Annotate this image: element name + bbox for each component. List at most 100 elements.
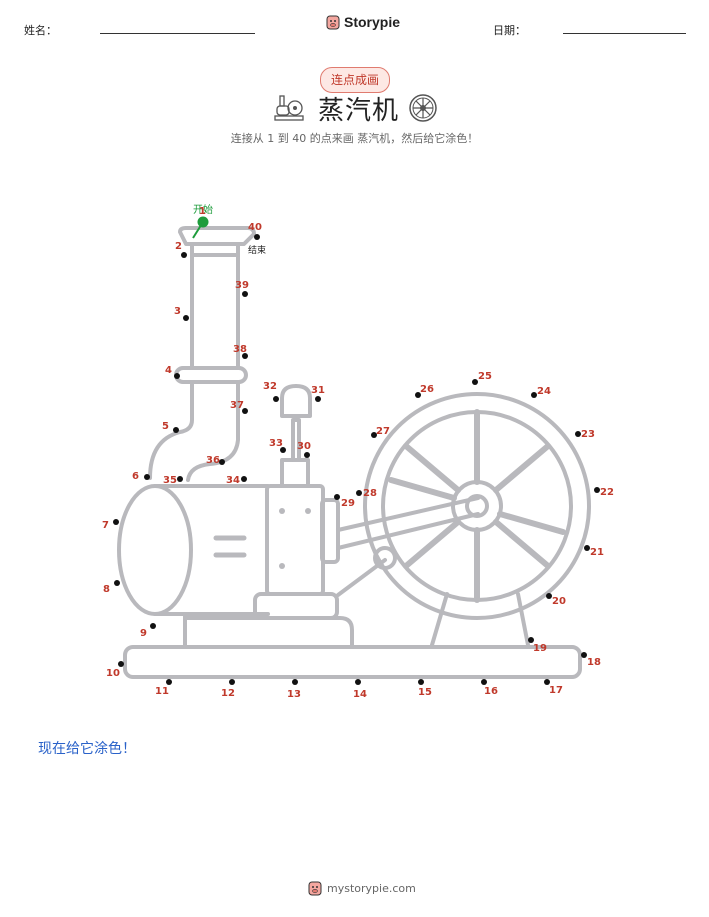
- dot-point[interactable]: [114, 580, 120, 586]
- dot-31: 31: [311, 385, 325, 402]
- page-title: 蒸汽机: [318, 96, 400, 126]
- dot-12: 12: [221, 679, 235, 699]
- dot-point[interactable]: [546, 593, 552, 599]
- dot-number: 9: [140, 628, 147, 639]
- dot-6: 6: [132, 471, 150, 482]
- dot-point[interactable]: [242, 353, 248, 359]
- dot-2: 2: [175, 241, 187, 258]
- dot-number: 12: [221, 688, 235, 699]
- dot-point[interactable]: [183, 315, 189, 321]
- dot-point[interactable]: [304, 452, 310, 458]
- dot-point[interactable]: [219, 459, 225, 465]
- dot-point[interactable]: [181, 252, 187, 258]
- name-label: 姓名：: [24, 24, 57, 37]
- date-line[interactable]: [563, 33, 686, 34]
- dot-3: 3: [174, 306, 189, 321]
- dot-point[interactable]: [241, 476, 247, 482]
- dot-point[interactable]: [418, 679, 424, 685]
- dot-point[interactable]: [472, 379, 478, 385]
- dot-point[interactable]: [118, 661, 124, 667]
- dot-point[interactable]: [174, 373, 180, 379]
- dot-10: 10: [106, 661, 124, 679]
- dot-number: 8: [103, 584, 110, 595]
- dot-32: 32: [263, 381, 279, 402]
- dot-number: 37: [230, 400, 244, 411]
- dot-point[interactable]: [280, 447, 286, 453]
- dot-20: 20: [546, 593, 566, 607]
- dot-point[interactable]: [415, 392, 421, 398]
- dot-point[interactable]: [315, 396, 321, 402]
- dot-point[interactable]: [465, 494, 489, 518]
- brand: Storypie: [326, 14, 400, 30]
- dot-7: 7: [102, 519, 119, 531]
- dot-point[interactable]: [113, 519, 119, 525]
- dot-30: 30: [297, 441, 311, 458]
- dot-number: 22: [600, 487, 614, 498]
- dot-number: 35: [163, 475, 177, 486]
- dot-number: 38: [233, 344, 247, 355]
- dot-point[interactable]: [150, 623, 156, 629]
- dot-29: 29: [334, 494, 355, 509]
- dot-point[interactable]: [292, 679, 298, 685]
- color-prompt: 现在给它涂色！: [38, 741, 136, 757]
- dot-11: 11: [155, 679, 172, 697]
- dot-number: 31: [311, 385, 325, 396]
- dot-point[interactable]: [371, 432, 377, 438]
- dot-23: 23: [575, 429, 595, 440]
- dot-point[interactable]: [334, 494, 340, 500]
- dot-point[interactable]: [584, 545, 590, 551]
- dot-point[interactable]: [305, 508, 311, 514]
- dot-number: 33: [269, 438, 283, 449]
- name-line[interactable]: [100, 33, 255, 34]
- dot-35: 35: [163, 475, 183, 486]
- dot-22: 22: [594, 487, 614, 498]
- dot-number: 20: [552, 596, 566, 607]
- dot-number: 21: [590, 547, 604, 558]
- dot-number: 5: [162, 421, 169, 432]
- dot-point[interactable]: [242, 408, 248, 414]
- dot-21: 21: [584, 545, 604, 558]
- dot-number: 27: [376, 426, 390, 437]
- dot-point[interactable]: [355, 679, 361, 685]
- dot-38: 38: [233, 344, 248, 359]
- dot-point[interactable]: [528, 637, 534, 643]
- dot-34: 34: [226, 475, 247, 486]
- dot-point[interactable]: [481, 679, 487, 685]
- dot-point[interactable]: [279, 563, 285, 569]
- dot-point[interactable]: [229, 679, 235, 685]
- dot-point[interactable]: [197, 216, 209, 228]
- footer-url[interactable]: mystorypie.com: [327, 881, 416, 895]
- dot-point[interactable]: [594, 487, 600, 493]
- dot-39: 39: [235, 280, 249, 297]
- dot-28: 28: [356, 488, 377, 499]
- dot-number: 13: [287, 689, 301, 700]
- dot-37: 37: [230, 400, 248, 414]
- dot-number: 18: [587, 657, 601, 668]
- dot-number: 24: [537, 386, 551, 397]
- dot-point[interactable]: [581, 652, 587, 658]
- outline-art: [117, 226, 591, 679]
- dot-number: 39: [235, 280, 249, 291]
- dot-point[interactable]: [144, 474, 150, 480]
- dot-number: 11: [155, 686, 169, 697]
- dot-point[interactable]: [363, 392, 591, 620]
- dot-point[interactable]: [544, 679, 550, 685]
- dot-point[interactable]: [173, 427, 179, 433]
- dot-number: 2: [175, 241, 182, 252]
- activity-badge: 连点成画: [320, 67, 390, 93]
- dot-4: 4: [165, 365, 180, 379]
- dot-point[interactable]: [273, 396, 279, 402]
- dot-18: 18: [581, 652, 601, 668]
- dot-point[interactable]: [356, 490, 362, 496]
- dot-point[interactable]: [531, 392, 537, 398]
- date-label: 日期：: [493, 24, 526, 37]
- dot-point[interactable]: [166, 679, 172, 685]
- dot-point[interactable]: [242, 291, 248, 297]
- dot-point[interactable]: [279, 508, 285, 514]
- dot-point[interactable]: [575, 431, 581, 437]
- start-marker: [192, 216, 209, 239]
- dot-number: 4: [165, 365, 172, 376]
- dot-point[interactable]: [254, 234, 260, 240]
- dot-point[interactable]: [177, 476, 183, 482]
